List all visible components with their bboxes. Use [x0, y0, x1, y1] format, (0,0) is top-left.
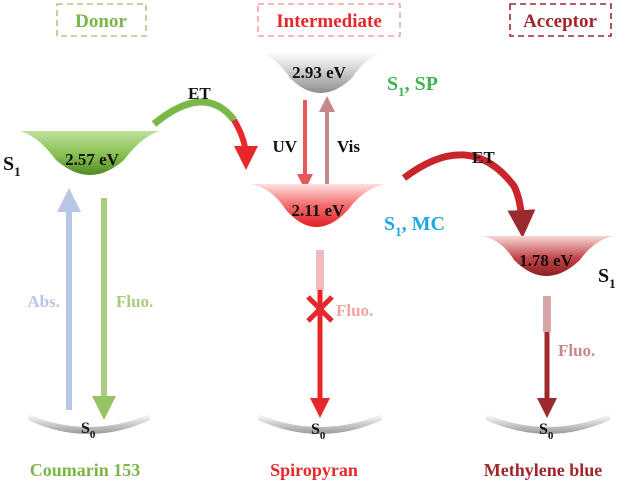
- et-arrow-donor-to-intermediate: [151, 98, 237, 127]
- et-label-donor: ET: [188, 84, 211, 103]
- et-arrow-intermediate-to-acceptor: [401, 151, 536, 238]
- acceptor-header: Acceptor: [523, 11, 597, 32]
- donor-s0-label: S0: [81, 420, 96, 441]
- et-arrow-red-segment: [231, 118, 258, 170]
- uv-label: UV: [272, 137, 297, 156]
- mc-s1-energy: 2.11 eV: [292, 201, 346, 220]
- acceptor-fluorescence-label: Fluo.: [558, 341, 595, 360]
- et-label-acceptor: ET: [472, 148, 495, 167]
- mc-fluorescence-label: Fluo.: [336, 301, 373, 320]
- donor-s1-label: S1: [3, 153, 21, 179]
- intermediate-s0-label: S0: [311, 421, 326, 442]
- intermediate-molecule-name: Spiropyran: [270, 460, 358, 480]
- sp-s1-well: [256, 52, 386, 93]
- acceptor-s0-label: S0: [539, 421, 554, 442]
- acceptor-s0-well: [486, 414, 610, 434]
- mc-fluorescence-fade: [316, 250, 324, 290]
- acceptor-fluorescence-fade: [543, 296, 551, 332]
- acceptor-header-box: [509, 3, 612, 37]
- acceptor-s1-energy: 1.78 eV: [519, 251, 574, 270]
- donor-header-box: [56, 3, 147, 37]
- intermediate-header: Intermediate: [276, 11, 382, 32]
- sp-s1-label: S1, SP: [387, 73, 438, 99]
- intermediate-header-box: [257, 3, 401, 37]
- quenched-cross-icon: [306, 295, 334, 323]
- donor-molecule-name: Coumarin 153: [30, 460, 141, 480]
- donor-s1-well: [20, 131, 160, 175]
- donor-fluorescence-label: Fluo.: [116, 292, 153, 311]
- donor-absorption-label: Abs.: [27, 292, 60, 311]
- donor-s1-energy: 2.57 eV: [65, 150, 120, 169]
- acceptor-s1-label: S1: [598, 265, 616, 291]
- mc-s1-well: [250, 184, 386, 227]
- donor-header: Donor: [75, 11, 127, 32]
- donor-s0-well: [28, 414, 150, 434]
- acceptor-s1-well: [482, 236, 614, 276]
- intermediate-s0-well: [258, 414, 382, 434]
- sp-s1-energy: 2.93 eV: [292, 63, 347, 82]
- vis-label: Vis: [337, 137, 360, 156]
- acceptor-molecule-name: Methylene blue: [484, 460, 603, 480]
- mc-s1-label: S1, MC: [384, 213, 445, 239]
